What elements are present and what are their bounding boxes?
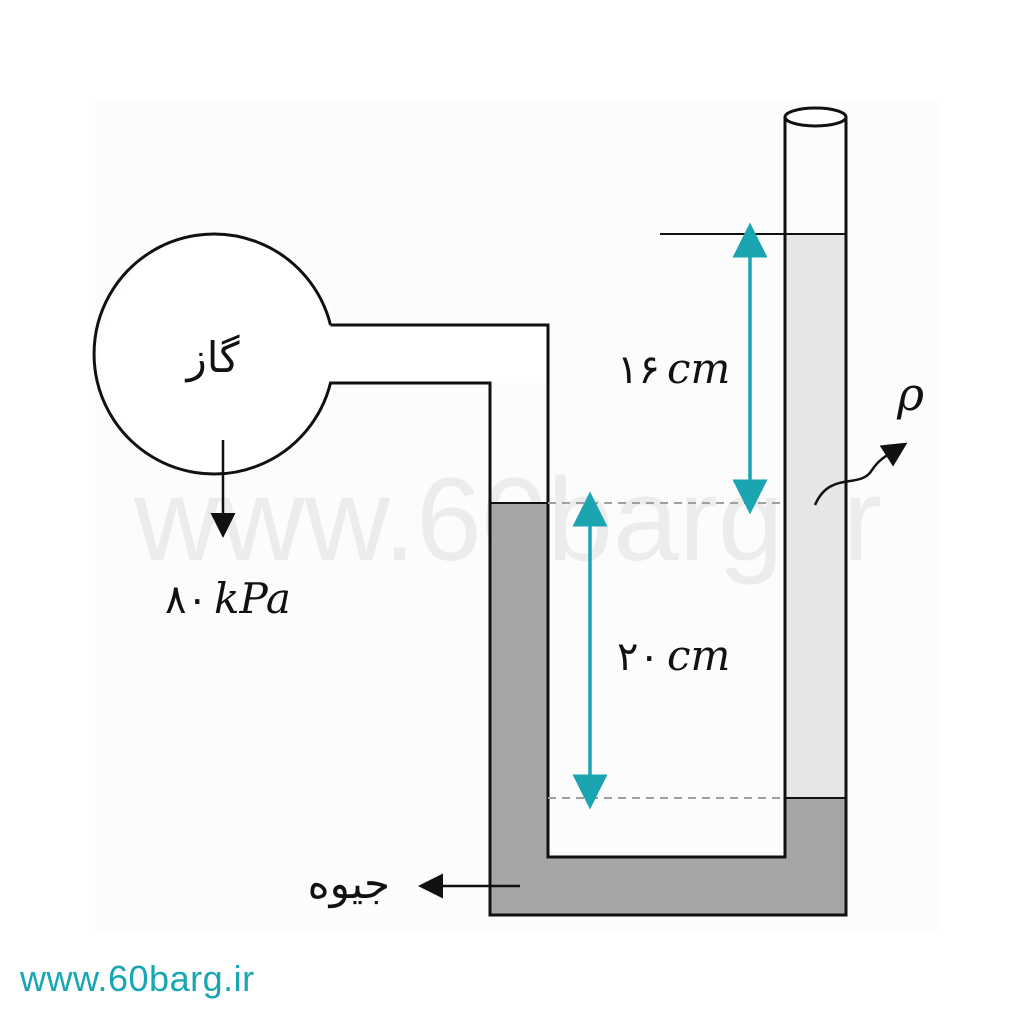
mercury-fill bbox=[490, 503, 846, 915]
gas-pressure-value: ۸۰ bbox=[165, 577, 208, 623]
gas-label: گاز bbox=[184, 333, 239, 382]
tube-inner-outline bbox=[330, 117, 787, 859]
mercury-label: جیوه bbox=[308, 859, 390, 908]
tube-outer-outline bbox=[92, 117, 848, 917]
connector-tube-fill bbox=[330, 325, 548, 383]
height-upper-unit: cm bbox=[667, 344, 730, 393]
height-lower-value: ۲۰ bbox=[617, 634, 660, 680]
gas-pressure-unit: kPa bbox=[214, 574, 291, 623]
height-lower-unit: cm bbox=[667, 631, 730, 680]
liquid-rho-fill bbox=[785, 234, 846, 798]
curved-arrow-icon bbox=[813, 442, 908, 506]
gas-bulb-fill bbox=[100, 235, 340, 475]
density-symbol: ρ bbox=[896, 367, 924, 421]
footer-url[interactable]: www.60barg.ir bbox=[20, 958, 255, 999]
height-upper-value: ۱۶ bbox=[617, 347, 660, 393]
tube-open-top bbox=[783, 106, 848, 128]
